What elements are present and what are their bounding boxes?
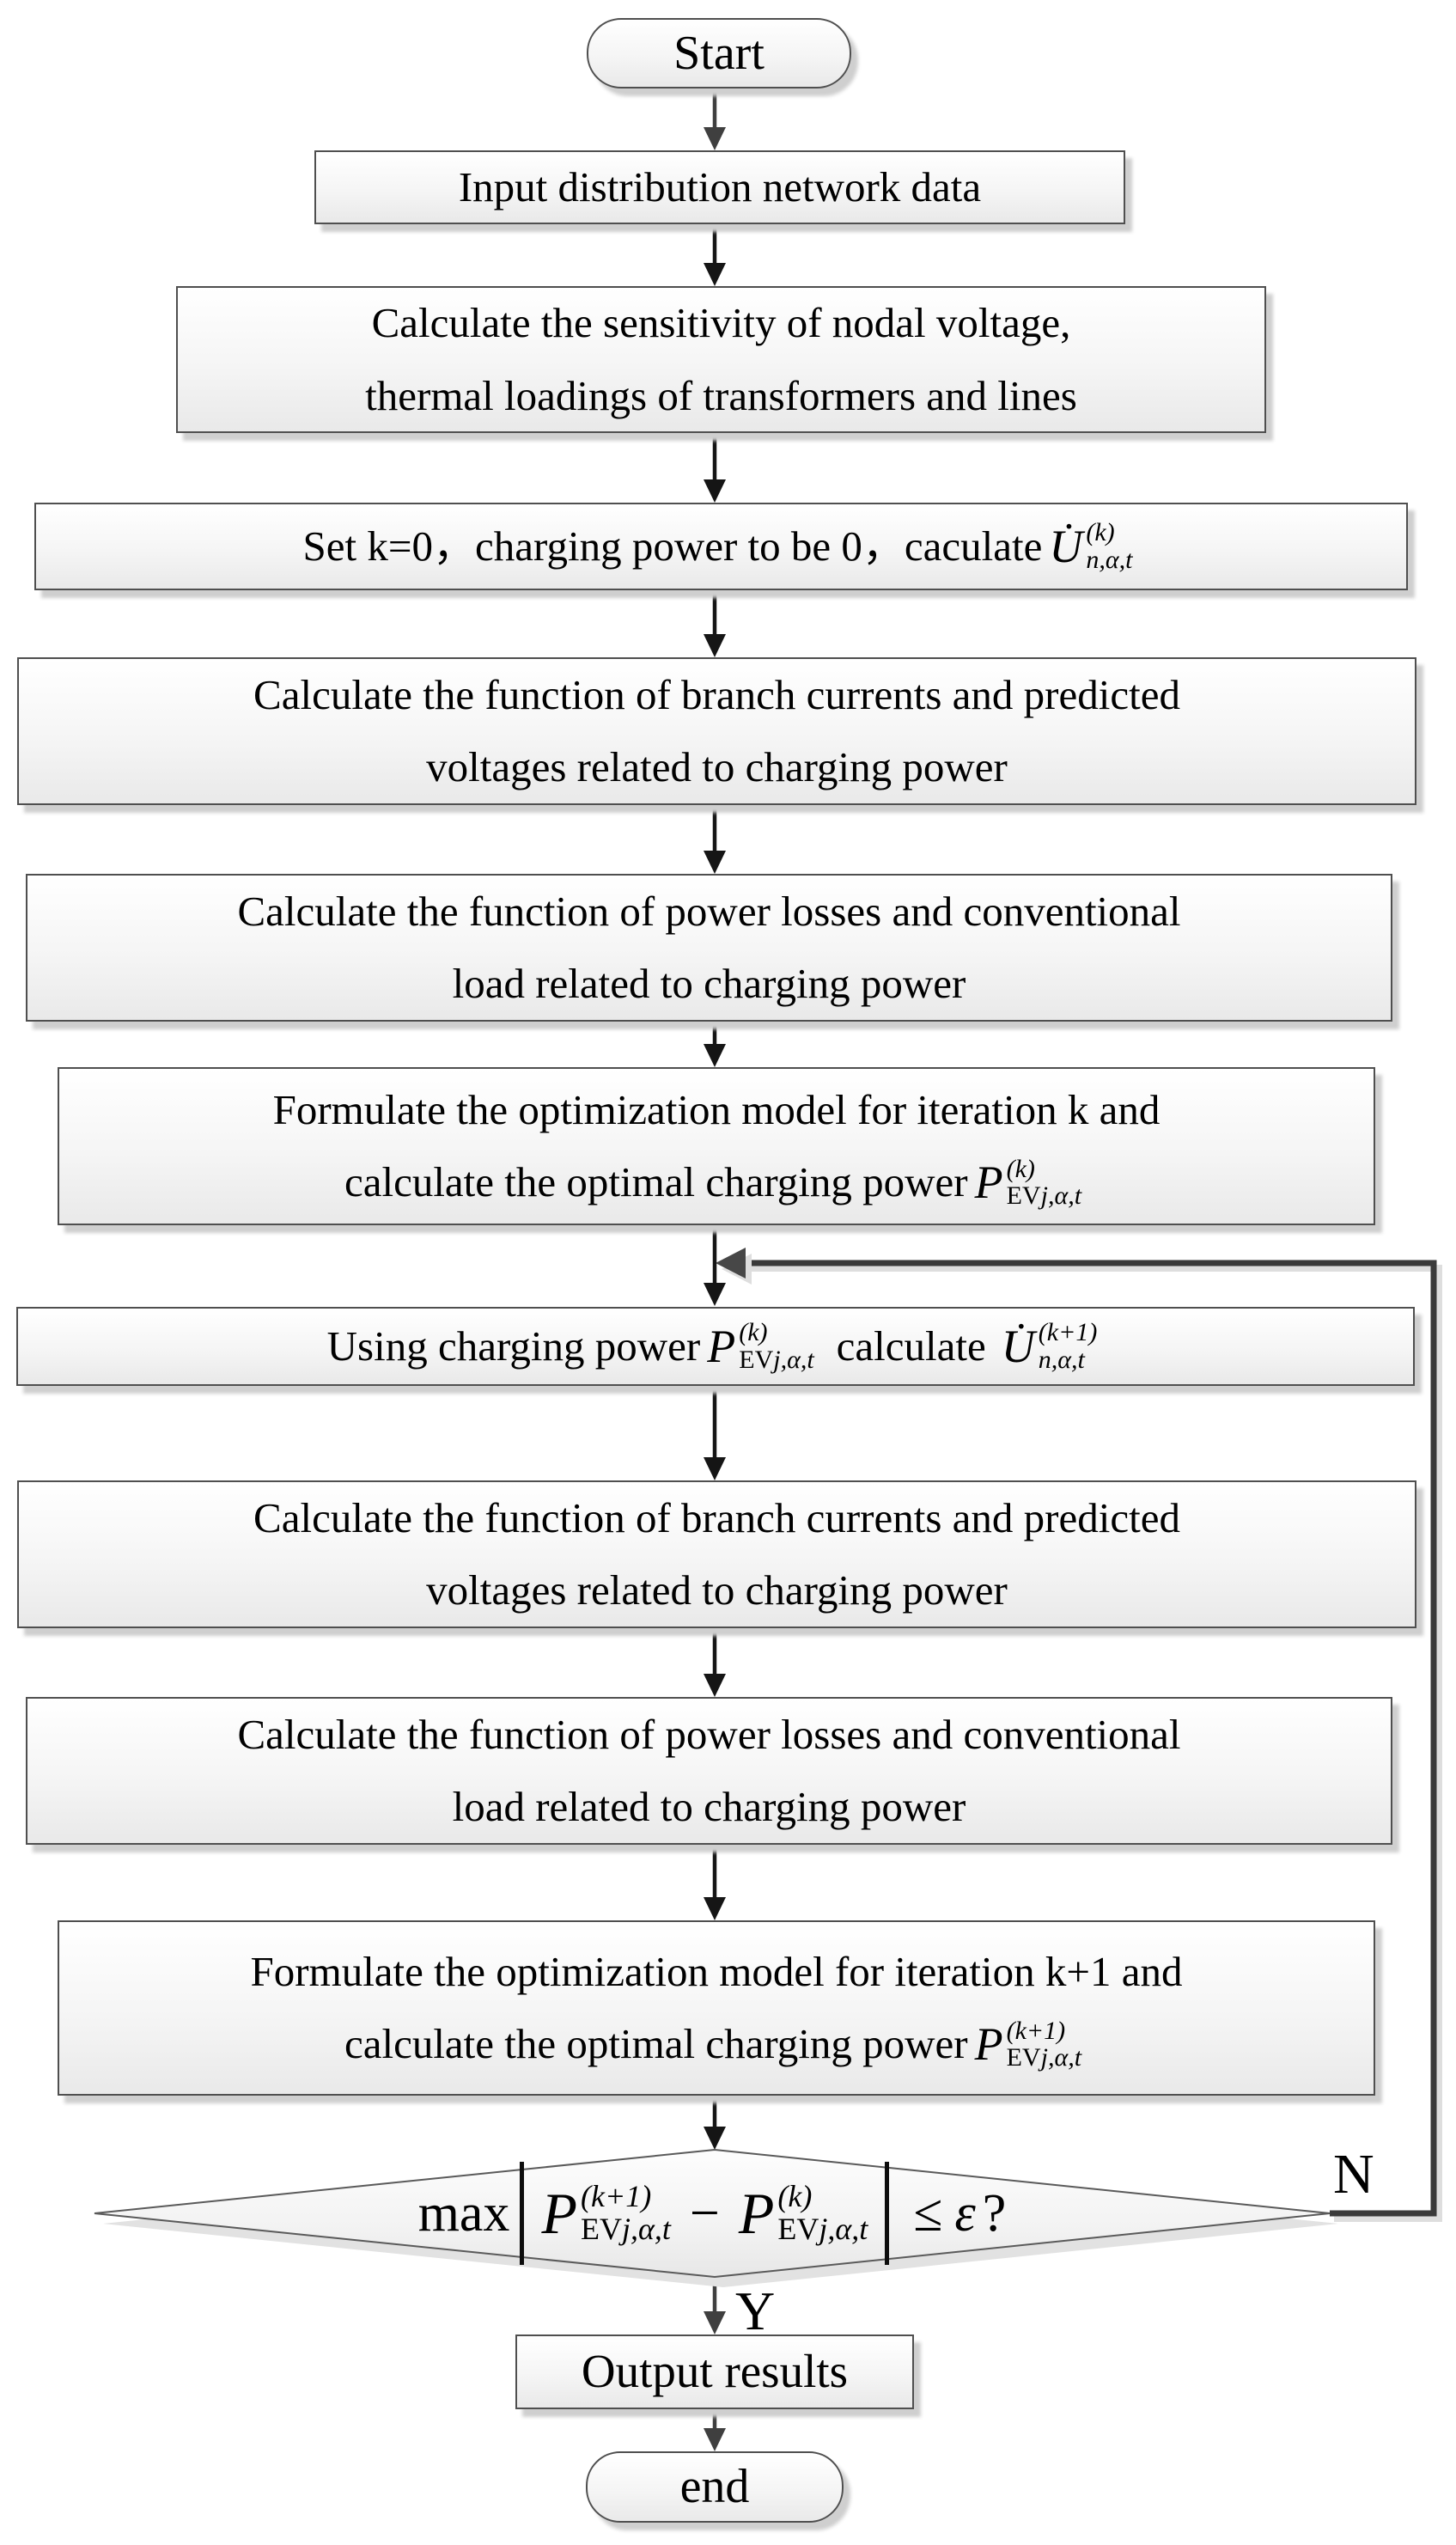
- arrow-input-to-sensitivity: [704, 221, 726, 286]
- power-losses-1-line1: Calculate the function of power losses a…: [237, 887, 1181, 935]
- power-losses-2-line2: load related to charging power: [452, 1783, 966, 1830]
- using-power-mid: calculate: [836, 1321, 986, 1370]
- arrow-losses2-to-formulatek1: [704, 1841, 726, 1920]
- formula-u-k1: U̇ (k+1) n,α,t: [1001, 1318, 1098, 1374]
- feedback-line-shadow: [749, 1265, 1442, 2222]
- abs-bar-left: [520, 2162, 525, 2265]
- formula-p-k-decision: P (k) EVj,α,t: [738, 2179, 868, 2246]
- abs-bar-right: [885, 2162, 890, 2265]
- process-sensitivity: Calculate the sensitivity of nodal volta…: [176, 286, 1266, 433]
- arrow-branch2-to-losses2: [704, 1625, 726, 1697]
- process-set-k: Set k=0，charging power to be 0，caculate …: [34, 503, 1408, 590]
- label-yes: Y: [735, 2280, 776, 2341]
- feedback-arrowhead: [716, 1248, 746, 1279]
- arrow-losses1-to-formulatek: [704, 1018, 726, 1067]
- branch-currents-1-line1: Calculate the function of branch current…: [253, 670, 1180, 718]
- process-power-losses-1: Calculate the function of power losses a…: [26, 874, 1392, 1022]
- using-power-pre: Using charging power: [326, 1321, 701, 1370]
- u-dot-symbol: U̇: [1049, 520, 1083, 572]
- formulate-k-line1: Formulate the optimization model for ite…: [272, 1085, 1161, 1133]
- formula-u-k: U̇ (k) n,α,t: [1049, 518, 1133, 574]
- arrow-start-to-input: [704, 85, 726, 150]
- arrow-output-to-end: [704, 2406, 726, 2451]
- start-node: Start: [587, 18, 851, 88]
- start-label: Start: [673, 26, 765, 80]
- power-losses-1-line2: load related to charging power: [452, 960, 966, 1007]
- process-branch-currents-2: Calculate the function of branch current…: [17, 1480, 1416, 1628]
- label-no: N: [1333, 2143, 1374, 2206]
- power-losses-2-line1: Calculate the function of power losses a…: [237, 1710, 1181, 1758]
- process-power-losses-2: Calculate the function of power losses a…: [26, 1697, 1392, 1845]
- arrow-sensitivity-to-initk: [704, 430, 726, 503]
- process-input-data-label: Input distribution network data: [458, 162, 982, 211]
- process-set-k-text: Set k=0，charging power to be 0，caculate: [302, 522, 1043, 570]
- branch-currents-2-line2: voltages related to charging power: [426, 1566, 1008, 1614]
- formula-p-k1: P (k+1) EVj,α,t: [974, 2016, 1082, 2072]
- decision-diamond-shape: [94, 2148, 1331, 2279]
- feedback-line: [744, 1260, 1437, 2217]
- formula-p-k1-decision: P (k+1) EVj,α,t: [541, 2179, 671, 2246]
- decision-minus: −: [689, 2184, 720, 2243]
- arrow-formulatek1-to-decision: [704, 2092, 726, 2150]
- formulate-k1-line1: Formulate the optimization model for ite…: [250, 1947, 1183, 1995]
- branch-currents-1-line2: voltages related to charging power: [426, 743, 1008, 790]
- process-formulate-k: Formulate the optimization model for ite…: [58, 1067, 1375, 1225]
- process-formulate-k1: Formulate the optimization model for ite…: [58, 1920, 1375, 2096]
- output-label: Output results: [581, 2345, 849, 2398]
- end-node: end: [586, 2451, 844, 2523]
- decision-leq: ≤: [913, 2184, 943, 2243]
- formula-p-k-using: P (k) EVj,α,t: [707, 1318, 814, 1374]
- formulate-k1-line2: calculate the optimal charging power: [344, 2020, 968, 2067]
- arrow-branch1-to-losses1: [704, 802, 726, 874]
- process-using-charging-power: Using charging power P (k) EVj,α,t calcu…: [16, 1307, 1415, 1386]
- process-sensitivity-line1: Calculate the sensitivity of nodal volta…: [371, 299, 1071, 347]
- u-dot-symbol: U̇: [1001, 1320, 1035, 1372]
- decision-epsilon: ε: [954, 2184, 976, 2243]
- decision-question: ?: [982, 2184, 1007, 2243]
- decision-convergence: max P (k+1) EVj,α,t − P (k) EVj,α,t ≤ ε …: [94, 2148, 1330, 2279]
- process-input-data: Input distribution network data: [314, 150, 1125, 224]
- process-branch-currents-1: Calculate the function of branch current…: [17, 657, 1416, 805]
- formulate-k-line2: calculate the optimal charging power: [344, 1158, 968, 1205]
- process-sensitivity-line2: thermal loadings of transformers and lin…: [365, 371, 1077, 419]
- arrow-using-to-branch2: [704, 1382, 726, 1480]
- arrow-initk-to-branch1: [704, 587, 726, 657]
- decision-max: max: [417, 2184, 510, 2243]
- end-label: end: [679, 2460, 750, 2514]
- arrow-formulatek-to-using: [704, 1222, 726, 1306]
- branch-currents-2-line1: Calculate the function of branch current…: [253, 1493, 1180, 1541]
- process-output-results: Output results: [515, 2334, 914, 2409]
- formula-p-k: P (k) EVj,α,t: [974, 1154, 1082, 1211]
